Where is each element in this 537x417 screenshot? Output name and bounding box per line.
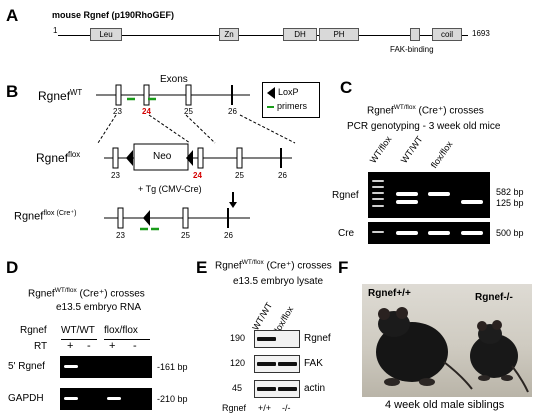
size-161bp: -161 bp <box>157 362 188 372</box>
wt-exon-25: 25 <box>184 107 193 116</box>
legend-primers: primers <box>277 101 308 111</box>
panel-label-e: E <box>196 258 208 277</box>
mw-190: 190 <box>230 333 246 343</box>
size-500bp: 500 bp <box>496 228 524 238</box>
mouse-left-label: Rgnef+/+ <box>368 288 411 299</box>
protein-backbone <box>58 35 468 36</box>
wt-exon-24: 24 <box>142 107 151 116</box>
panel-label-f: F <box>338 258 349 277</box>
panel-e-bottom-label: Rgnef <box>222 403 247 413</box>
protein-fak: FAK <box>304 358 323 369</box>
del-exon-23: 23 <box>116 231 125 240</box>
wt-exon-23: 23 <box>113 107 122 116</box>
panel-label-c: C <box>340 78 353 97</box>
panel-label-d: D <box>6 258 19 277</box>
lane-wt-flox: WT/flox <box>367 134 394 165</box>
row-5-rgnef: 5' Rgnef <box>8 361 45 372</box>
row-gapdh: GAPDH <box>8 393 44 404</box>
flox-exon-23: 23 <box>111 171 120 180</box>
domain-ph: PH <box>319 28 359 41</box>
row-label-rgnef: Rgnef <box>332 190 359 201</box>
lane-flox-flox: flox/flox <box>428 139 455 170</box>
lane-wt-wt: WT/WT <box>398 134 425 165</box>
deleted-allele-label: Rgnefflox (Cre⁺) <box>14 209 77 223</box>
rgnef-western-blot <box>254 330 300 348</box>
domain-dh: DH <box>283 28 317 41</box>
size-125bp: 125 bp <box>496 198 524 208</box>
panel-c-subtitle: PCR genotyping - 3 week old mice <box>347 121 501 132</box>
exons-label: Exons <box>160 74 188 85</box>
genotype-flox-underline <box>104 339 150 340</box>
cre-pcr-gel <box>368 222 490 244</box>
loxp-icon <box>267 87 275 99</box>
mw-120: 120 <box>230 358 246 368</box>
rt-minus-1: - <box>87 340 91 352</box>
panel-label-b: B <box>6 82 19 101</box>
domain-fak-binding-box <box>410 28 420 41</box>
genotype-plus-plus: +/+ <box>258 403 272 413</box>
mouse-silhouettes <box>376 307 529 393</box>
panel-a-title: mouse Rgnef (p190RhoGEF) <box>52 10 175 20</box>
domain-zn: Zn <box>219 28 239 41</box>
panel-f-caption: 4 week old male siblings <box>385 399 505 411</box>
wt-allele-label: RgnefWT <box>38 88 83 103</box>
panel-c-title: RgnefWT/flox (Cre⁺) crosses <box>367 104 484 117</box>
actin-western-blot <box>254 380 300 398</box>
panel-d-rgnef-label: Rgnef <box>20 325 47 336</box>
del-exon-26: 26 <box>224 231 233 240</box>
genotype-minus-minus: -/- <box>282 403 291 413</box>
size-582bp: 582 bp <box>496 187 524 197</box>
protein-start: 1 <box>53 26 58 35</box>
domain-coil: coil <box>432 28 462 41</box>
rgnef-locus-diagram <box>96 84 296 231</box>
mw-45: 45 <box>232 383 243 393</box>
rgnef-rtpcr-gel <box>60 356 152 378</box>
genotype-flox-flox: flox/flox <box>104 325 138 336</box>
rt-minus-2: - <box>133 340 137 352</box>
panel-d-title: RgnefWT/flox (Cre⁺) crosses <box>28 287 145 300</box>
rgnef-pcr-gel <box>368 172 490 218</box>
flox-exon-24: 24 <box>193 171 202 180</box>
flox-exon-25: 25 <box>235 171 244 180</box>
genotype-wt-underline <box>61 339 97 340</box>
lane-e-wt-wt: WT/WT <box>250 300 275 332</box>
protein-actin: actin <box>304 383 326 394</box>
genotype-wt-wt: WT/WT <box>61 325 95 336</box>
panel-e-title: RgnefWT/flox (Cre⁺) crosses <box>215 259 332 272</box>
gapdh-rtpcr-gel <box>60 388 152 410</box>
panel-e-subtitle: e13.5 embryo lysate <box>233 276 324 287</box>
panel-d-subtitle: e13.5 embryo RNA <box>56 302 142 313</box>
protein-end: 1693 <box>472 29 490 38</box>
row-label-cre: Cre <box>338 228 355 239</box>
flox-exon-26: 26 <box>278 171 287 180</box>
legend-box: LoxP primers <box>262 82 320 118</box>
cre-cross-label: + Tg (CMV-Cre) <box>138 184 202 194</box>
wt-exon-26: 26 <box>228 107 237 116</box>
mouse-right-label: Rgnef-/- <box>475 292 513 303</box>
primer-legend-icon <box>267 106 274 108</box>
protein-rgnef: Rgnef <box>304 333 331 344</box>
legend-loxp: LoxP <box>278 87 299 97</box>
panel-label-a: A <box>6 6 19 25</box>
rt-plus-1: + <box>67 340 74 352</box>
del-exon-25: 25 <box>181 231 190 240</box>
fak-western-blot <box>254 355 300 373</box>
fak-binding-label: FAK-binding <box>390 45 434 54</box>
neo-cassette-label: Neo <box>153 151 172 162</box>
mice-photo: Rgnef+/+ Rgnef-/- <box>362 284 532 397</box>
size-210bp: -210 bp <box>157 394 188 404</box>
rt-label: RT <box>34 341 48 352</box>
flox-allele-label: Rgnefflox <box>36 150 81 165</box>
rt-plus-2: + <box>109 340 116 352</box>
domain-leu: Leu <box>90 28 122 41</box>
